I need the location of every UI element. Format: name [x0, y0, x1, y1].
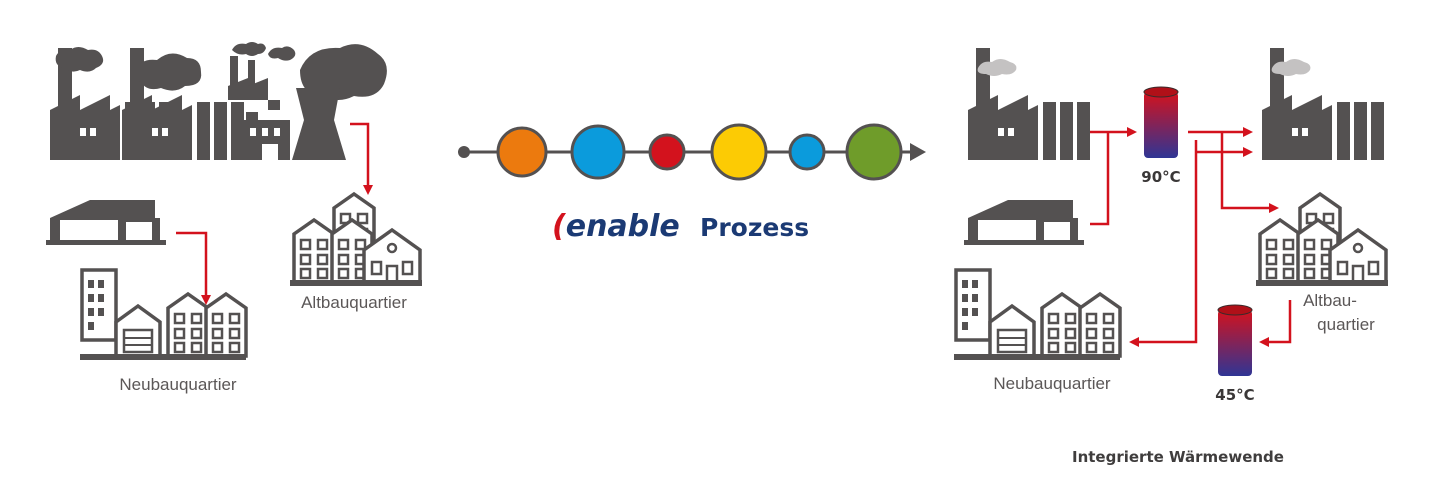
temp-high-label: 90°C — [1141, 168, 1180, 186]
process-step-dot — [710, 123, 768, 181]
neubau-label-left: Neubauquartier — [119, 375, 237, 394]
enable-process: (enable Prozess — [458, 123, 926, 244]
new-district-buildings-icon — [954, 268, 1122, 360]
timeline-start-dot — [458, 146, 470, 158]
factory-icon — [50, 47, 200, 162]
hall-icon — [964, 198, 1084, 245]
factory-icon — [1262, 48, 1412, 162]
flow-arrow — [176, 231, 211, 305]
brand-logo: (enable — [552, 209, 680, 244]
left-scenario: Neubauquartier Altbauquartier — [46, 42, 422, 394]
altbau-label-right-2: quartier — [1317, 315, 1375, 334]
temp-low-label: 45°C — [1215, 386, 1254, 404]
right-scenario: Altbau- quartier Neubauquartier 90°C 45°… — [954, 48, 1412, 404]
power-plant-icon — [228, 42, 387, 160]
brand-swoosh: ( — [552, 209, 567, 244]
process-step-dot — [788, 133, 826, 171]
process-step-dot — [570, 124, 626, 180]
factory-icon — [122, 48, 272, 162]
altbau-label-left: Altbauquartier — [301, 293, 407, 312]
old-district-buildings-icon — [290, 192, 422, 286]
neubau-label-right: Neubauquartier — [993, 374, 1111, 393]
hall-icon — [46, 198, 166, 245]
storage-tank-high — [1143, 86, 1179, 158]
flow-arrow — [350, 122, 373, 195]
process-step-dot — [496, 126, 548, 178]
factory-icon — [968, 48, 1118, 162]
diagram-caption: Integrierte Wärmewende — [1072, 448, 1284, 466]
process-step-dot — [648, 133, 686, 171]
storage-tank-low — [1217, 304, 1253, 376]
process-step-dot — [845, 123, 903, 181]
altbau-label-right-1: Altbau- — [1303, 291, 1357, 310]
old-district-buildings-icon — [1256, 192, 1388, 286]
new-district-buildings-icon — [80, 268, 248, 360]
timeline-arrowhead — [910, 143, 926, 161]
process-dots — [496, 123, 903, 181]
brand-suffix: Prozess — [700, 213, 809, 242]
heat-flow-arrows — [1090, 127, 1292, 347]
